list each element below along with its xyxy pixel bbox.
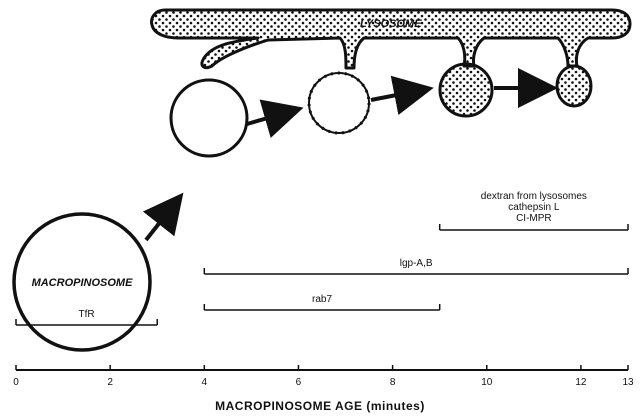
axis-tick-label: 10 (481, 377, 493, 388)
lysosome-compartment: LYSOSOME (152, 10, 630, 68)
arrow-1 (146, 202, 176, 240)
marker-label: TfR (79, 309, 95, 320)
macropinosome-label: MACROPINOSOME (32, 277, 134, 289)
time-axis: 0 2 4 6 8 10 12 13 (13, 365, 634, 388)
marker-label: cathepsin L (508, 202, 560, 213)
marker-label: CI-MPR (516, 213, 552, 224)
axis-tick-label: 4 (202, 377, 208, 388)
arrow-3 (371, 90, 422, 100)
axis-tick-label: 0 (13, 377, 19, 388)
axis-tick-label: 6 (296, 377, 302, 388)
arrow-2 (247, 111, 292, 124)
axis-tick-label: 13 (622, 377, 634, 388)
axis-title: MACROPINOSOME AGE (minutes) (215, 399, 425, 413)
marker-label: rab7 (312, 294, 332, 305)
macropinosome-stage-2 (171, 80, 247, 156)
marker-label: lgp-A,B (400, 258, 433, 269)
axis-tick-label: 12 (575, 377, 587, 388)
lysosome-label: LYSOSOME (360, 18, 422, 30)
marker-label: dextran from lysosomes (481, 191, 587, 202)
axis-tick-label: 8 (390, 377, 396, 388)
macropinosome-stage-4 (440, 64, 492, 116)
macropinosome-stages: MACROPINOSOME (14, 64, 591, 350)
macropinosome-stage-5 (557, 66, 591, 106)
axis-tick-label: 2 (107, 377, 113, 388)
